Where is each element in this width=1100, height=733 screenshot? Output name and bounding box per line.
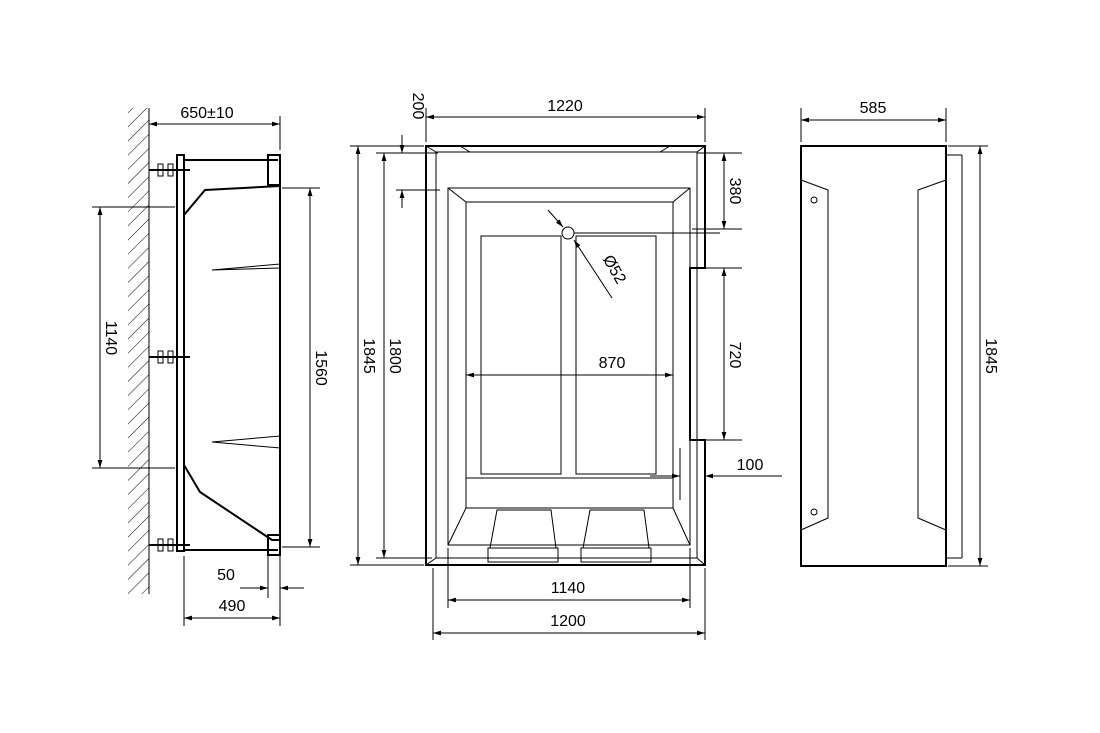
headrest-right	[582, 509, 650, 549]
dim-side-offset-bottom: 50	[217, 567, 235, 584]
dim-bottom-outer: 1200	[550, 613, 586, 630]
dim-front-height: 1845	[982, 338, 999, 374]
screw-top	[810, 196, 818, 204]
basin-outer	[447, 187, 691, 546]
dim-top-length-outer: 1845	[360, 338, 377, 374]
rib-lower	[211, 435, 281, 449]
dim-right-offset-bottom: 100	[737, 457, 764, 474]
dim-rim-top: 200	[409, 93, 426, 120]
front-view: 585 1845	[800, 100, 999, 567]
mounting-plate	[176, 154, 185, 552]
cover-panel	[800, 145, 947, 567]
headrest-right-base	[580, 547, 652, 563]
screw-bottom	[810, 508, 818, 516]
top-view: Ø52 1220 200 1845 1800 380 720	[350, 93, 782, 640]
dim-side-width-top: 650±10	[180, 105, 233, 122]
dim-front-width: 585	[860, 100, 887, 117]
bottom-bracket-end	[267, 534, 281, 556]
dim-panel-length: 720	[726, 342, 743, 369]
wall-bolt-top	[149, 163, 190, 177]
tub-outer-rim	[425, 145, 706, 566]
panel-right-bevel	[917, 179, 947, 531]
dim-side-depth-bottom: 490	[219, 598, 246, 615]
dim-inner-width: 870	[599, 355, 626, 372]
tub-inner-rim	[435, 151, 698, 559]
top-bracket-end	[267, 154, 281, 186]
dim-side-height: 1560	[312, 350, 329, 386]
tub-profile	[183, 184, 281, 541]
rib-upper	[211, 263, 281, 271]
side-view: 650±10 1140 1560 50 490	[92, 105, 329, 626]
headrest-left-base	[487, 547, 559, 563]
dim-top-width: 1220	[547, 98, 583, 115]
basin-floor	[465, 201, 674, 479]
floor-panel-left	[480, 235, 562, 475]
wall-bolt-bottom	[149, 538, 190, 552]
drain-circle	[561, 226, 575, 240]
dim-right-offset-top: 380	[726, 178, 743, 205]
dim-side-bracket-span: 1140	[102, 321, 119, 356]
headrest-left	[489, 509, 557, 549]
panel-left-bevel	[800, 179, 829, 531]
dim-drain-diameter: Ø52	[599, 252, 629, 287]
dim-top-length-inner: 1800	[386, 338, 403, 374]
dim-bottom-inner: 1140	[551, 580, 586, 597]
wall-hatch	[128, 108, 149, 594]
floor-panel-right	[575, 235, 657, 475]
